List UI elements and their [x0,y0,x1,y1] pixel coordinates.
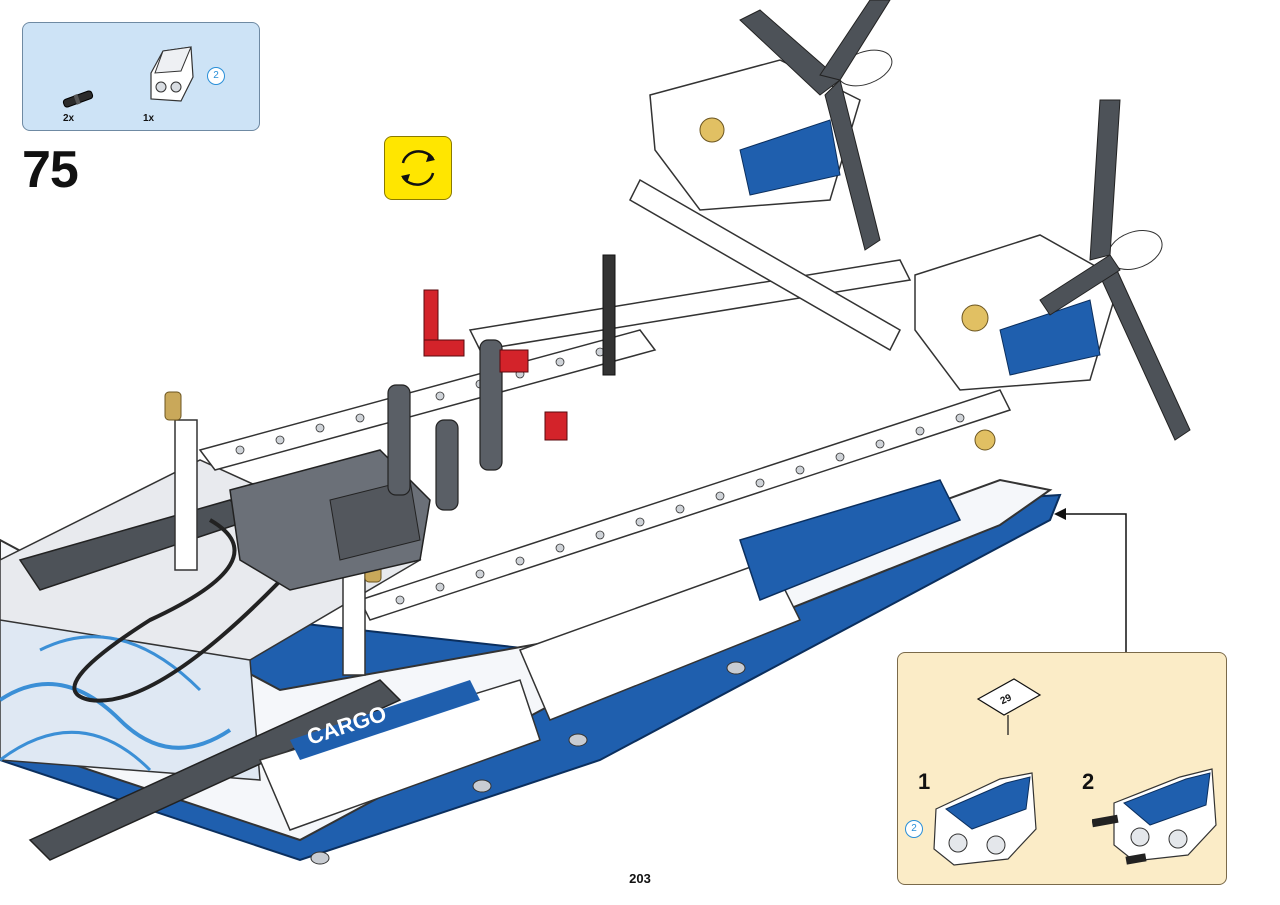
page-number: 203 [629,871,651,886]
lower-propeller-nacelle [914,99,1191,451]
axle-pin-icon [62,90,94,108]
step-number: 75 [22,141,79,199]
subassembly-tag-number: 29 [999,692,1014,707]
substep-number-1: 1 [918,769,931,794]
sub-assembly-callout: 29 1 2 2 [897,652,1227,885]
part-quantity-2: 1x [143,113,155,124]
upper-propeller-nacelle [649,0,893,251]
callout-badge: 2 [207,67,225,85]
substep-2-piece-icon [1092,768,1217,865]
subassembly-tag-icon: 29 [976,678,1042,735]
substep-number-2: 2 [1082,769,1095,794]
substep-1-piece-icon [933,772,1037,866]
connector-block-icon [150,46,194,102]
part-quantity-1: 2x [63,113,75,124]
rotate-model-badge [384,136,452,200]
substep-badge: 2 [905,820,923,838]
rotate-model-icon [401,150,435,186]
parts-list-box: 2x 1x 2 [22,22,260,131]
callout-arrow [1054,508,1127,652]
